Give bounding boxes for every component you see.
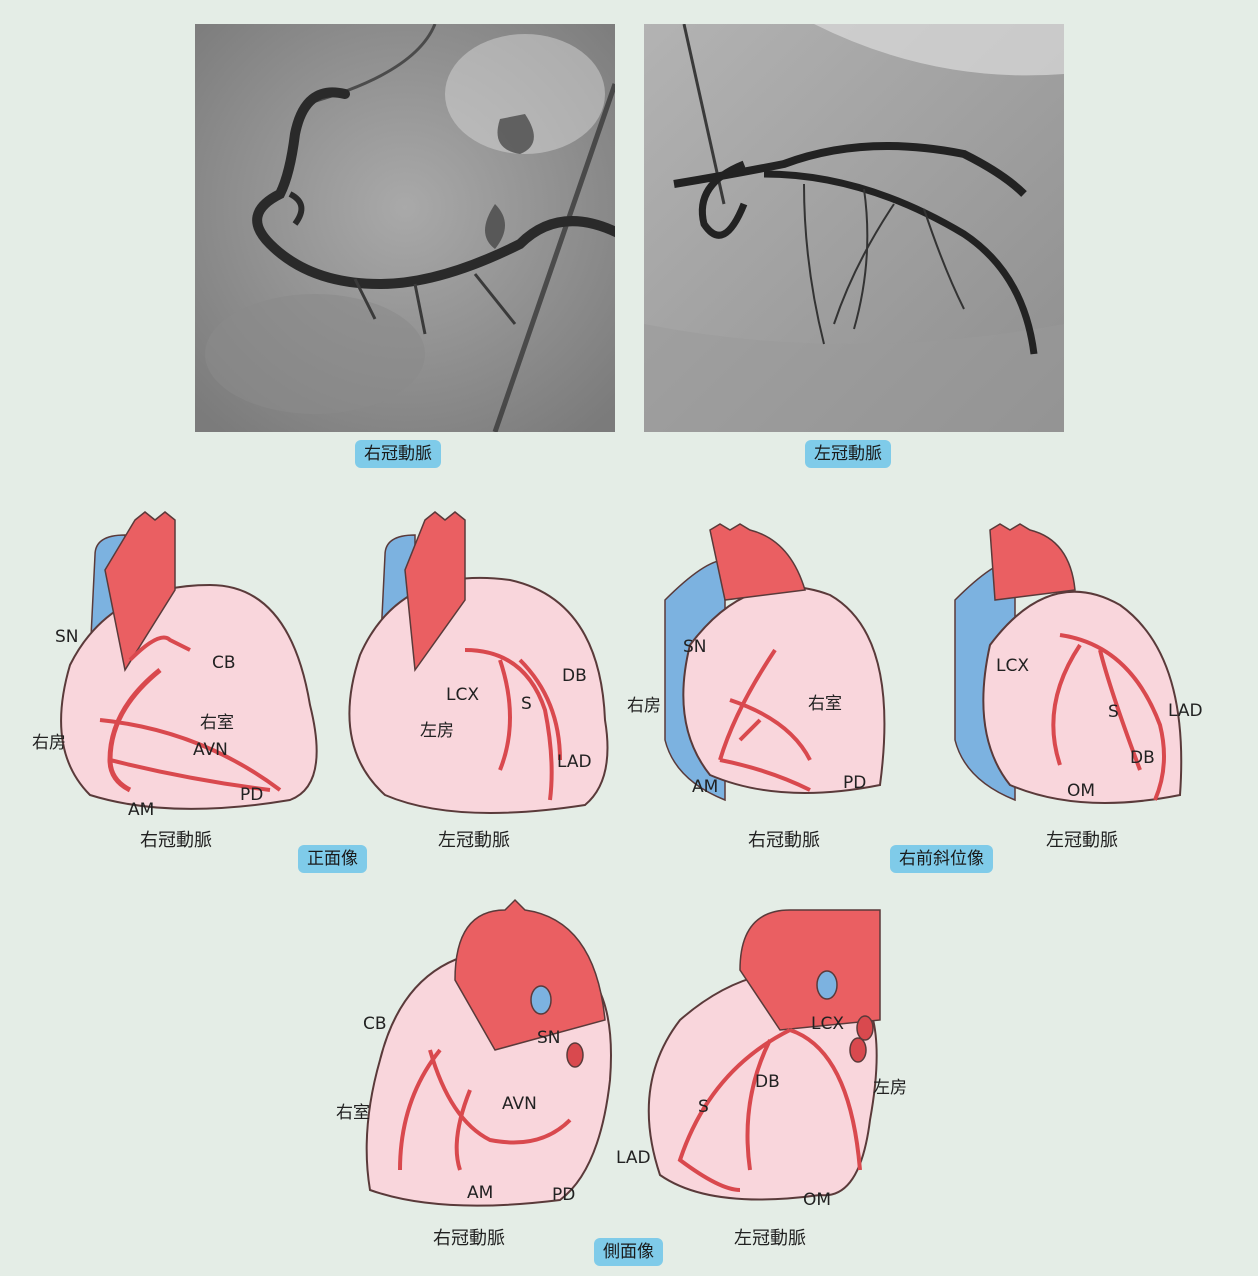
heart-lateral-right bbox=[367, 900, 611, 1206]
label-avn: AVN bbox=[193, 740, 228, 760]
label-lad: LAD bbox=[616, 1148, 651, 1168]
label-pd: PD bbox=[843, 773, 866, 793]
label-pd: PD bbox=[552, 1185, 575, 1205]
label-sn: SN bbox=[55, 627, 79, 647]
caption-rao-left: 左冠動脈 bbox=[1046, 826, 1118, 852]
label-s: S bbox=[521, 694, 532, 714]
label-db: DB bbox=[562, 666, 587, 686]
label-pd: PD bbox=[240, 785, 263, 805]
label-left-atrium: 左房 bbox=[873, 1078, 907, 1098]
label-s: S bbox=[1108, 702, 1119, 722]
label-am: AM bbox=[692, 777, 718, 797]
label-right-atrium: 右房 bbox=[627, 696, 661, 716]
label-lad: LAD bbox=[557, 752, 592, 772]
view-badge-frontal: 正面像 bbox=[298, 845, 367, 873]
label-left-atrium: 左房 bbox=[420, 721, 454, 741]
caption-frontal-left: 左冠動脈 bbox=[438, 826, 510, 852]
label-avn: AVN bbox=[502, 1094, 537, 1114]
label-db: DB bbox=[1130, 748, 1155, 768]
label-sn: SN bbox=[683, 637, 707, 657]
label-lcx: LCX bbox=[446, 685, 479, 705]
label-om: OM bbox=[1067, 781, 1095, 801]
caption-lateral-left: 左冠動脈 bbox=[734, 1224, 806, 1250]
label-lcx: LCX bbox=[811, 1014, 844, 1034]
caption-frontal-right: 右冠動脈 bbox=[140, 826, 212, 852]
view-badge-rao: 右前斜位像 bbox=[890, 845, 993, 873]
label-db: DB bbox=[755, 1072, 780, 1092]
label-right-atrium: 右房 bbox=[32, 733, 66, 753]
label-om: OM bbox=[803, 1190, 831, 1210]
heart-frontal-right bbox=[61, 512, 317, 809]
label-s: S bbox=[698, 1097, 709, 1117]
caption-lateral-right: 右冠動脈 bbox=[433, 1224, 505, 1250]
label-am: AM bbox=[128, 800, 154, 820]
heart-rao-right bbox=[665, 524, 884, 800]
label-cb: CB bbox=[363, 1014, 387, 1034]
label-right-ventricle: 右室 bbox=[200, 713, 234, 733]
label-lad: LAD bbox=[1168, 701, 1203, 721]
label-am: AM bbox=[467, 1183, 493, 1203]
heart-lateral-left bbox=[649, 910, 880, 1200]
label-right-ventricle: 右室 bbox=[336, 1103, 370, 1123]
label-sn: SN bbox=[537, 1028, 561, 1048]
caption-rao-right: 右冠動脈 bbox=[748, 826, 820, 852]
label-cb: CB bbox=[212, 653, 236, 673]
view-badge-lateral: 側面像 bbox=[594, 1238, 663, 1266]
label-right-ventricle: 右室 bbox=[808, 694, 842, 714]
label-lcx: LCX bbox=[996, 656, 1029, 676]
